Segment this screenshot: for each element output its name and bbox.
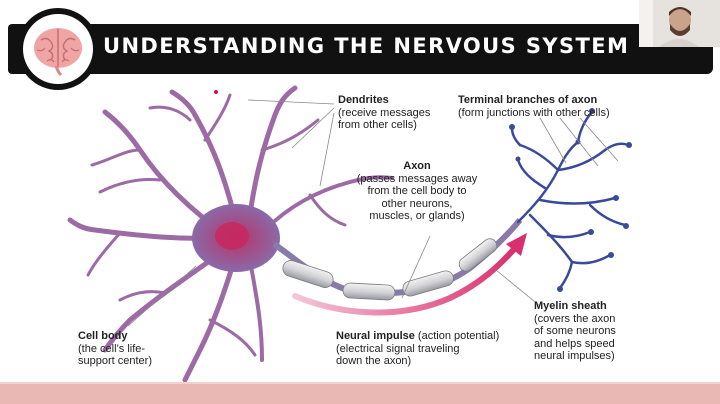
label-dendrites-line-2: from other cells) [338, 119, 417, 131]
label-myelin-line-2: of some neurons [534, 325, 616, 337]
neural-impulse-arrow [292, 245, 518, 316]
label-cell-body-title: Cell body [78, 330, 128, 342]
laser-pointer-dot [214, 90, 218, 94]
label-dendrites-title: Dendrites [338, 94, 389, 106]
label-terminal-branches: Terminal branches of axon (form junction… [458, 94, 610, 119]
bottom-band [0, 384, 720, 404]
label-axon-title: Axon [403, 160, 431, 172]
label-myelin-line-4: neural impulses) [534, 350, 615, 362]
label-myelin-sheath: Myelin sheath (covers the axon of some n… [534, 300, 616, 363]
label-neural-impulse: Neural impulse (action potential) (elect… [336, 330, 499, 368]
impulse-arrowhead [506, 233, 527, 256]
label-myelin-line-1: (covers the axon [534, 312, 616, 325]
label-axon-line-2: from the cell body to [367, 185, 467, 197]
label-myelin-title: Myelin sheath [534, 300, 607, 312]
label-terminal-title: Terminal branches of axon [458, 94, 598, 106]
label-pointer-lines [127, 99, 619, 327]
title-bar [8, 24, 713, 74]
cell-nucleus [215, 222, 249, 250]
label-cell-body: Cell body (the cell’s life- support cent… [78, 330, 152, 368]
brain-icon-frame [23, 14, 93, 84]
label-impulse-line-1: (electrical signal traveling [336, 342, 460, 355]
label-myelin-line-3: and helps speed [534, 337, 615, 350]
label-axon-line-4: muscles, or glands) [369, 210, 465, 222]
label-dendrites-line-1: (receive messages [338, 106, 431, 119]
label-dendrites: Dendrites (receive messages from other c… [338, 94, 430, 132]
label-impulse-title-suffix: (action potential) [414, 330, 500, 342]
label-axon-line-1: (passes messages away [356, 172, 478, 185]
label-cell-body-line-1: (the cell’s life- [78, 342, 146, 355]
label-impulse-line-2: down the axon) [336, 355, 412, 367]
terminal-buttons [509, 108, 632, 292]
label-cell-body-line-2: support center) [78, 355, 152, 367]
brain-badge [17, 8, 99, 90]
myelin-sheath-segments [282, 238, 498, 301]
label-terminal-line-1: (form junctions with other cells) [458, 106, 610, 119]
slide-title: UNDERSTANDING THE NERVOUS SYSTEM [103, 34, 630, 58]
label-axon: Axon (passes messages away from the cell… [355, 160, 479, 223]
presenter-image [639, 0, 720, 47]
label-axon-line-3: other neurons, [381, 197, 453, 210]
axon-terminal-branches [510, 110, 630, 290]
label-impulse-title: Neural impulse [336, 330, 415, 342]
webcam-video [639, 0, 720, 47]
brain-icon [34, 28, 82, 77]
